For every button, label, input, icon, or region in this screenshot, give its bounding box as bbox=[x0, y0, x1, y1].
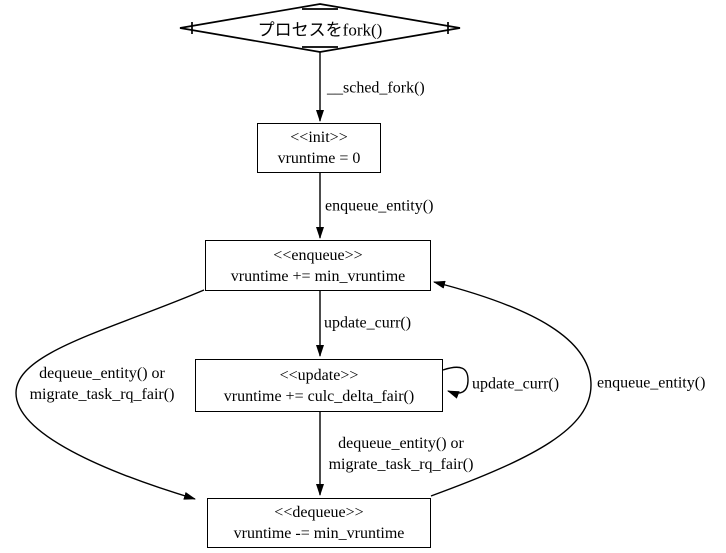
edge-label-enqueue-entity: enqueue_entity() bbox=[325, 197, 434, 215]
edge-label-mid-line2: migrate_task_rq_fair() bbox=[328, 456, 474, 473]
update-node: <<update>> vruntime += culc_delta_fair() bbox=[195, 359, 443, 412]
edge-label-left-curve-line2: migrate_task_rq_fair() bbox=[29, 386, 175, 403]
enqueue-node: <<enqueue>> vruntime += min_vruntime bbox=[205, 240, 431, 291]
edge-enqueue-to-dequeue-left-curve bbox=[15, 289, 205, 500]
update-node-stereotype: <<update>> bbox=[279, 366, 359, 384]
enqueue-node-code: vruntime += min_vruntime bbox=[230, 267, 406, 285]
init-node-stereotype: <<init>> bbox=[290, 129, 348, 146]
edge-label-mid-line1: dequeue_entity() or bbox=[338, 435, 464, 452]
edge-update-self-loop bbox=[442, 366, 469, 399]
edge-label-sched-fork: __sched_fork() bbox=[327, 79, 425, 97]
enqueue-node-stereotype: <<enqueue>> bbox=[273, 246, 363, 264]
edge-label-left-curve-dequeue: dequeue_entity() or migrate_task_rq_fair… bbox=[30, 363, 175, 405]
fork-node-label: プロセスをfork() bbox=[257, 20, 383, 40]
edge-dequeue-to-enqueue-right-curve bbox=[430, 280, 592, 497]
edge-label-mid-dequeue: dequeue_entity() or migrate_task_rq_fair… bbox=[329, 433, 474, 475]
dequeue-node: <<dequeue>> vruntime -= min_vruntime bbox=[207, 498, 431, 548]
init-node: <<init>> vruntime = 0 bbox=[257, 123, 381, 173]
edge-label-left-curve-line1: dequeue_entity() or bbox=[39, 365, 165, 382]
edge-label-right-curve-enqueue-entity: enqueue_entity() bbox=[597, 374, 706, 392]
init-node-code: vruntime = 0 bbox=[277, 150, 361, 167]
update-node-code: vruntime += culc_delta_fair() bbox=[223, 387, 415, 405]
edge-label-self-loop-update-curr: update_curr() bbox=[472, 375, 560, 393]
dequeue-node-code: vruntime -= min_vruntime bbox=[233, 525, 405, 542]
edge-label-update-curr: update_curr() bbox=[324, 314, 412, 332]
dequeue-node-stereotype: <<dequeue>> bbox=[274, 504, 364, 521]
